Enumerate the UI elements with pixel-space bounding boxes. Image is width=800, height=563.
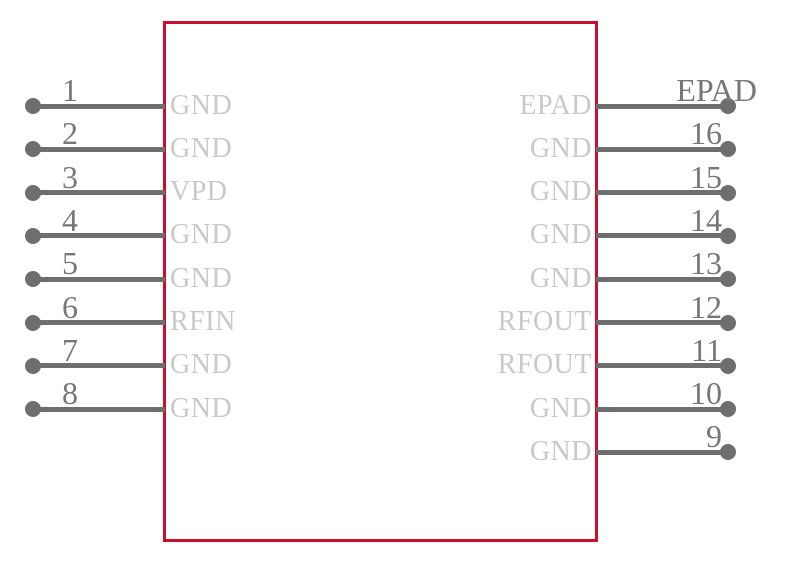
pin-name: GND	[170, 219, 233, 251]
pin-number: EPAD	[676, 72, 757, 108]
pin-line	[596, 103, 728, 109]
pin-dot	[720, 271, 736, 288]
pin-line	[33, 406, 165, 412]
pin-dot	[25, 141, 41, 158]
pin-number: 11	[691, 331, 722, 368]
pin-dot	[720, 444, 736, 461]
pin-line	[596, 190, 728, 196]
pin-line	[596, 146, 728, 152]
pin-name: RFIN	[170, 306, 236, 337]
pin-dot	[25, 184, 41, 201]
pin-dot	[25, 98, 41, 114]
pin-number: 3	[62, 158, 78, 195]
pin-number: 5	[62, 245, 78, 282]
pin-name: GND	[170, 262, 233, 294]
pin-dot	[25, 314, 41, 331]
pin-name: GND	[529, 132, 592, 164]
pin-line	[596, 449, 728, 455]
pin-line	[596, 363, 728, 369]
pin-number: 1	[62, 72, 78, 108]
pin-name: GND	[170, 89, 233, 121]
pin-dot	[720, 227, 736, 244]
pin-number: 14	[690, 201, 722, 238]
pin-line	[33, 276, 165, 282]
pin-name: GND	[170, 349, 233, 381]
pin-line	[33, 233, 165, 239]
pin-name: GND	[170, 392, 233, 424]
pin-dot	[25, 357, 41, 374]
pin-line	[33, 146, 165, 152]
pin-number: 7	[62, 331, 78, 368]
pin-number: 12	[690, 288, 722, 325]
pin-line	[33, 103, 165, 109]
pin-line	[596, 276, 728, 282]
pin-number: 9	[706, 418, 722, 455]
pin-dot	[25, 271, 41, 288]
pin-name: VPD	[170, 176, 228, 208]
pin-name: GND	[529, 392, 592, 424]
pin-dot	[720, 314, 736, 331]
pin-number: 6	[62, 288, 78, 325]
pin-name: GND	[529, 262, 592, 294]
pin-number: 16	[690, 115, 722, 152]
pin-dot	[720, 401, 736, 418]
pin-name: GND	[529, 176, 592, 208]
pin-dot	[720, 184, 736, 201]
pin-name: EPAD	[519, 89, 592, 121]
pin-name: GND	[529, 219, 592, 251]
pin-line	[596, 320, 728, 325]
pin-number: 8	[62, 375, 78, 412]
pin-number: 4	[62, 201, 78, 238]
pin-dot	[25, 401, 41, 418]
pin-number: 15	[690, 158, 722, 195]
pin-dot	[720, 357, 736, 374]
pin-dot	[25, 227, 41, 244]
pin-line	[33, 363, 165, 369]
pin-line	[33, 320, 165, 325]
pin-dot	[720, 141, 736, 158]
pin-name: RFOUT	[497, 349, 592, 381]
pin-dot	[720, 98, 736, 114]
pin-number: 10	[690, 375, 722, 412]
pin-number: 2	[62, 115, 78, 152]
pin-line	[596, 233, 728, 239]
pin-line	[596, 406, 728, 412]
symbol-body	[163, 21, 598, 542]
pin-name: RFOUT	[497, 306, 592, 337]
pin-name: GND	[529, 435, 592, 467]
pin-number: 13	[690, 245, 722, 282]
pin-line	[33, 190, 165, 196]
pin-name: GND	[170, 132, 233, 164]
